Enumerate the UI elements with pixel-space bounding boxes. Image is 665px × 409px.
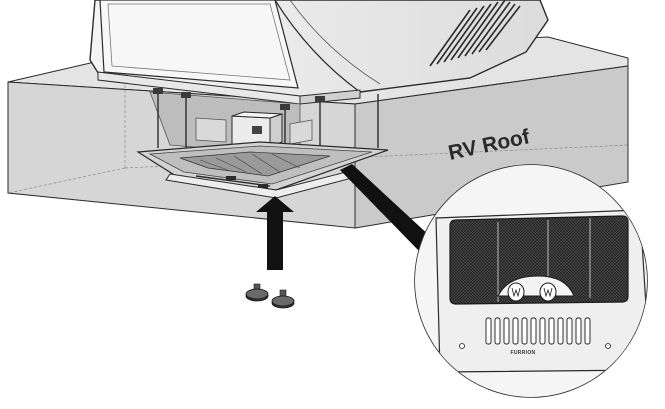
thumb-screw-right (271, 289, 295, 309)
control-knob-right (539, 282, 557, 302)
filter-mesh (449, 215, 629, 305)
brand-logo-text: FURRION (511, 350, 536, 356)
ac-unit (89, 0, 549, 105)
callout-pointer (340, 164, 432, 250)
air-louvres (485, 317, 591, 345)
thumb-screw-icon (245, 283, 295, 309)
up-arrow-icon (256, 196, 294, 270)
ceiling-assembly (136, 141, 389, 199)
mounting-hardware (149, 88, 379, 160)
magnifier-callout: FURRION (414, 164, 648, 398)
thumb-screw-left (245, 283, 269, 302)
control-knob-left (507, 282, 525, 302)
ac-side-vents (429, 0, 521, 67)
